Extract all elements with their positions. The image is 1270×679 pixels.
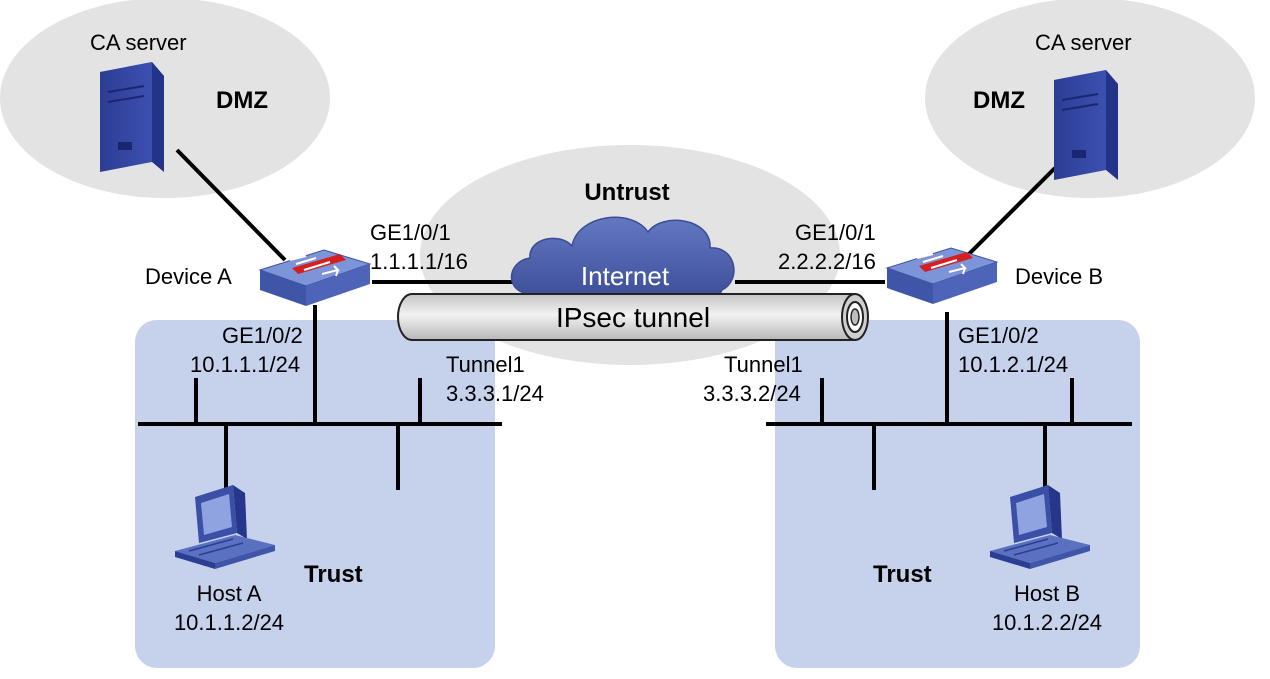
link-server-a — [175, 148, 287, 262]
host-b-label: Host B — [1014, 581, 1080, 606]
server-label-right: CA server — [1035, 30, 1132, 55]
host-a-label: Host A — [197, 581, 262, 606]
ipsec-tunnel-label: IPsec tunnel — [556, 302, 710, 333]
device-b-tunnel-name: Tunnel1 — [724, 352, 803, 377]
device-b-ge2-name: GE1/0/2 — [958, 323, 1039, 348]
device-a-ge2-ip: 10.1.1.1/24 — [190, 352, 300, 377]
host-a-ip: 10.1.1.2/24 — [174, 610, 284, 635]
device-a-tunnel-ip: 3.3.3.1/24 — [446, 381, 544, 406]
dmz-zone-left — [0, 0, 330, 198]
device-b-ge1-ip: 2.2.2.2/16 — [778, 249, 876, 274]
device-b-tunnel-ip: 3.3.3.2/24 — [703, 381, 801, 406]
zone-label-trust-right: Trust — [873, 561, 932, 588]
server-icon — [100, 62, 164, 172]
device-a-label: Device A — [145, 264, 232, 289]
trust-zone-left — [135, 320, 495, 668]
device-a-ge2-name: GE1/0/2 — [222, 323, 303, 348]
firewall-device-b-icon[interactable] — [885, 247, 999, 304]
trust-zone-right — [775, 320, 1140, 668]
internet-label: Internet — [581, 261, 670, 291]
device-a-ge1-name: GE1/0/1 — [370, 220, 451, 245]
device-b-label: Device B — [1015, 264, 1103, 289]
device-b-ge1-name: GE1/0/1 — [795, 220, 876, 245]
zone-label-untrust: Untrust — [584, 179, 669, 206]
zone-label-dmz-right: DMZ — [973, 87, 1025, 114]
server-icon — [1054, 70, 1118, 180]
server-label-left: CA server — [90, 30, 187, 55]
firewall-device-a-icon[interactable] — [258, 249, 372, 306]
zone-label-dmz-left: DMZ — [216, 87, 268, 114]
internet-cloud-icon — [510, 216, 735, 295]
host-a-computer-icon[interactable] — [175, 485, 275, 569]
ipsec-tunnel-icon — [397, 293, 869, 341]
device-a-tunnel-name: Tunnel1 — [446, 352, 525, 377]
zone-label-trust-left: Trust — [304, 561, 363, 588]
device-b-ge2-ip: 10.1.2.1/24 — [958, 352, 1068, 377]
link-server-b — [963, 166, 1057, 260]
host-b-computer-icon[interactable] — [990, 485, 1090, 569]
host-b-ip: 10.1.2.2/24 — [992, 610, 1102, 635]
device-a-ge1-ip: 1.1.1.1/16 — [370, 249, 468, 274]
